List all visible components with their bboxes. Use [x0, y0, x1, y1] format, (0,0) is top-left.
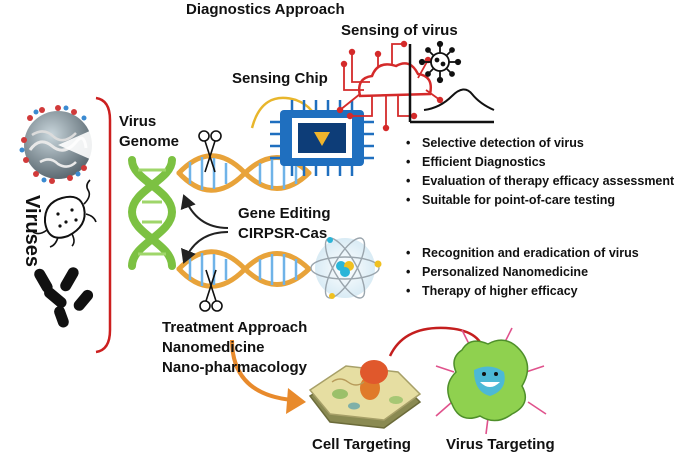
list-item: Therapy of higher efficacy [404, 282, 639, 301]
virus-particle-icon [19, 105, 92, 184]
list-item: Selective detection of virus [404, 134, 674, 153]
cell-targeting-label: Cell Targeting [312, 436, 411, 453]
treatment-approach-label: Treatment Approach Nanomedicine Nano-pha… [162, 318, 307, 378]
cloud-network-icon [336, 40, 444, 132]
bell-curve-icon [423, 88, 495, 111]
sensing-of-virus-label: Sensing of virus [341, 22, 458, 39]
scissors-icon-bottom [199, 269, 223, 312]
sensing-chip-label: Sensing Chip [232, 70, 328, 87]
gene-editing-label: Gene Editing CIRPSR-Cas [238, 204, 331, 244]
atom-icon [310, 237, 382, 299]
list-item: Efficient Diagnostics [404, 153, 674, 172]
dna-strand-bottom [176, 249, 312, 289]
sensing-graph [408, 44, 495, 124]
scissors-icon-top [198, 130, 222, 173]
dna-helix-green [127, 156, 177, 270]
list-item: Suitable for point-of-care testing [404, 191, 674, 210]
treatment-benefits-list: Recognition and eradication of virus Per… [404, 244, 639, 301]
gene-editing-line-1: Gene Editing [238, 205, 331, 222]
diagnostics-approach-title: Diagnostics Approach [186, 1, 345, 18]
treatment-arrow [230, 339, 306, 414]
sensing-chip-icon [270, 100, 374, 176]
gene-editing-arrows [180, 194, 229, 264]
virus-genome-line-1: Virus [119, 113, 157, 130]
virus-targeting-label: Virus Targeting [446, 436, 555, 453]
treatment-line-2: Nanomedicine [162, 339, 265, 356]
gene-editing-line-2: CIRPSR-Cas [238, 225, 328, 242]
bracket-line [95, 96, 112, 354]
virus-genome-line-2: Genome [119, 133, 180, 150]
viruses-label: Viruses [21, 195, 43, 267]
bacterium-icon [32, 179, 97, 248]
bacilli-icon [34, 267, 94, 328]
list-item: Evaluation of therapy efficacy assessmen… [404, 172, 674, 191]
list-item: Personalized Nanomedicine [404, 263, 639, 282]
cell-icon [308, 360, 422, 429]
virus-cartoon-icon [435, 327, 547, 435]
diagnostics-benefits-list: Selective detection of virus Efficient D… [404, 134, 674, 210]
coronavirus-icon [418, 40, 462, 84]
treatment-line-1: Treatment Approach [162, 319, 308, 336]
virus-genome-label: Virus Genome [119, 112, 179, 152]
treatment-line-3: Nano-pharmacology [162, 359, 308, 376]
list-item: Recognition and eradication of virus [404, 244, 639, 263]
